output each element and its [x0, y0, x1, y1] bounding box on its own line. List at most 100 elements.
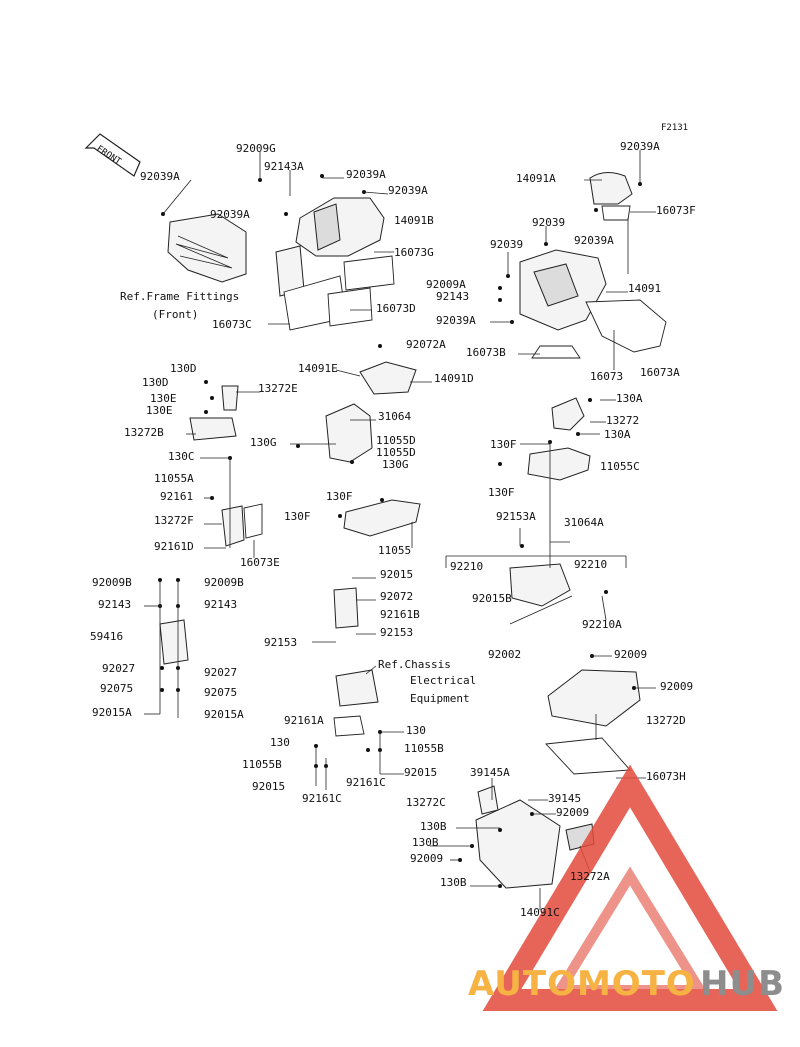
pad-16073g — [343, 255, 395, 291]
holder-59416 — [159, 619, 189, 665]
bracket-13272e — [221, 385, 239, 411]
part-label: 92039 — [532, 216, 565, 229]
part-label: 130F — [326, 490, 353, 503]
pad-16073b — [531, 345, 581, 359]
part-label: 130A — [616, 392, 643, 405]
pad-92161a — [333, 715, 365, 737]
part-label: 14091 — [628, 282, 661, 295]
part-label: 130G — [250, 436, 277, 449]
part-label: 92153 — [264, 636, 297, 649]
part-label: 92153A — [496, 510, 536, 523]
part-label: 14091B — [394, 214, 434, 227]
part-label: 130A — [604, 428, 631, 441]
part-label: 92009 — [410, 852, 443, 865]
part-label: 92002 — [488, 648, 521, 661]
part-label: 92075 — [204, 686, 237, 699]
part-label: 11055A — [154, 472, 194, 485]
part-label: 39145 — [548, 792, 581, 805]
part-label: 92027 — [102, 662, 135, 675]
plate-11055 — [343, 499, 421, 537]
cover-14091c — [475, 799, 561, 889]
part-label: 13272C — [406, 796, 446, 809]
part-label: 13272A — [570, 870, 610, 883]
part-label: 130B — [440, 876, 467, 889]
plate-11055c — [527, 447, 591, 481]
guard-left-front — [167, 213, 247, 283]
bracket-14091d — [359, 361, 417, 395]
part-label: 130 — [406, 724, 426, 737]
pad-16073d — [327, 287, 373, 327]
part-label: 16073F — [656, 204, 696, 217]
part-label: 92143 — [436, 290, 469, 303]
part-label: 92015B — [472, 592, 512, 605]
bracket-13272c — [477, 785, 499, 815]
part-label: 130E — [150, 392, 177, 405]
part-label: 13272 — [606, 414, 639, 427]
part-label: 16073E — [240, 556, 280, 569]
bracket-13272b — [189, 417, 237, 441]
part-label: 11055C — [600, 460, 640, 473]
cover-14091a — [589, 172, 633, 205]
part-label: 92161D — [154, 540, 194, 553]
part-label: 39145A — [470, 766, 510, 779]
bracket-13272 — [551, 397, 585, 431]
part-label: 14091D — [434, 372, 474, 385]
part-label: 92075 — [100, 682, 133, 695]
part-label: 13272F — [154, 514, 194, 527]
part-label: 130D — [170, 362, 197, 375]
part-label: 130C — [168, 450, 195, 463]
part-label: Ref.Chassis — [378, 658, 451, 671]
pad-16073a — [585, 299, 667, 353]
part-label: 13272D — [646, 714, 686, 727]
bracket-92072 — [333, 587, 359, 629]
part-label: 11055B — [404, 742, 444, 755]
part-label: 130F — [490, 438, 517, 451]
part-label: Electrical — [410, 674, 476, 687]
part-label: 130B — [420, 820, 447, 833]
part-label: 14091A — [516, 172, 556, 185]
part-label: 92009 — [556, 806, 589, 819]
pad-16073f — [601, 205, 631, 221]
part-label: 11055B — [242, 758, 282, 771]
part-label: 16073B — [466, 346, 506, 359]
part-label: 92161C — [302, 792, 342, 805]
part-label: 92039A — [210, 208, 250, 221]
battery — [335, 669, 379, 707]
part-label: 92143 — [98, 598, 131, 611]
part-label: 92009B — [204, 576, 244, 589]
part-label: Ref.Frame Fittings — [120, 290, 239, 303]
part-label: 92072A — [406, 338, 446, 351]
part-label: 11055D — [376, 434, 416, 447]
part-label: 92161 — [160, 490, 193, 503]
part-label: Equipment — [410, 692, 470, 705]
part-label: 92009G — [236, 142, 276, 155]
part-label: 92009B — [92, 576, 132, 589]
part-label: 14091C — [520, 906, 560, 919]
part-label: 31064A — [564, 516, 604, 529]
part-label: 92015 — [404, 766, 437, 779]
part-label: 16073 — [590, 370, 623, 383]
part-label: 16073A — [640, 366, 680, 379]
front-arrow-icon: FRONT — [84, 133, 141, 177]
part-label: 92153 — [380, 626, 413, 639]
part-label: 92039A — [346, 168, 386, 181]
part-label: 92039A — [574, 234, 614, 247]
part-label: 92039A — [620, 140, 660, 153]
part-label: 92009A — [426, 278, 466, 291]
part-label: 92015 — [380, 568, 413, 581]
pad-16073e — [243, 503, 263, 539]
part-label: 92009 — [660, 680, 693, 693]
part-label: 14091E — [298, 362, 338, 375]
part-label: 92143 — [204, 598, 237, 611]
part-label: 11055 — [378, 544, 411, 557]
part-label: (Front) — [152, 308, 198, 321]
part-label: 13272B — [124, 426, 164, 439]
part-label: 92039A — [388, 184, 428, 197]
part-label: 92009 — [614, 648, 647, 661]
part-label: 92039A — [436, 314, 476, 327]
watermark-text-part2: HUB — [700, 964, 785, 1004]
part-number-labels: F2131 92039A92009G92143A92039A92039A9203… — [90, 123, 696, 919]
part-label: 92039 — [490, 238, 523, 251]
